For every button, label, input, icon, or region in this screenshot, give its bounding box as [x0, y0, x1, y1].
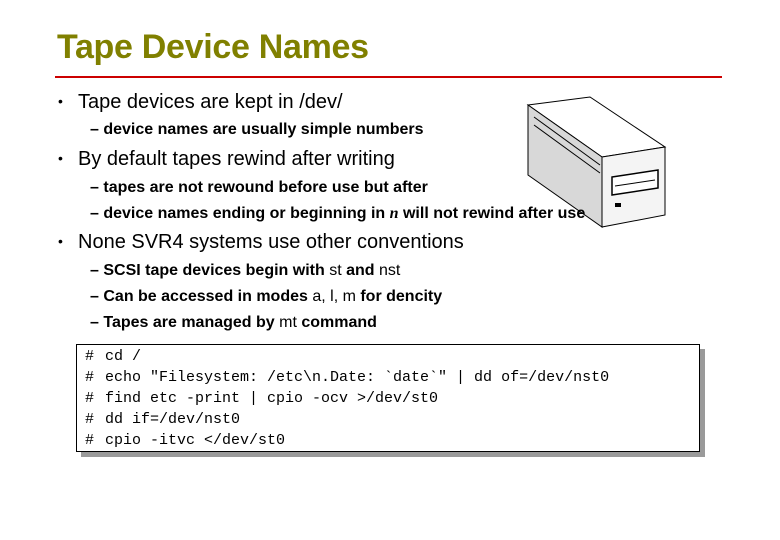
bullet-text: By default tapes rewind after writing [78, 148, 395, 170]
tape-drive-icon [526, 96, 667, 228]
shell-line: #echo "Filesystem: /etc\n.Date: `date`" … [85, 369, 610, 386]
sub-not-rewound-before: – tapes are not rewound before use but a… [90, 179, 428, 196]
sub-scsi-devices: – SCSI tape devices begin with st and ns… [90, 262, 401, 279]
bullet-dot: • [58, 233, 63, 249]
shell-example-box: #cd / #echo "Filesystem: /etc\n.Date: `d… [76, 344, 700, 452]
bullet-tape-devices: • Tape devices are kept in /dev/ [58, 91, 343, 114]
bullet-default-rewind: • By default tapes rewind after writing [58, 148, 395, 171]
dash: – [90, 179, 99, 196]
dash: – [90, 121, 99, 138]
bullet-text: Tape devices are kept in /dev/ [78, 91, 343, 113]
dash: – [90, 205, 99, 222]
sub-device-names-numbers: – device names are usually simple number… [90, 121, 424, 138]
bullet-text: None SVR4 systems use other conventions [78, 231, 464, 253]
title-underline [55, 76, 722, 78]
shell-line: #dd if=/dev/nst0 [85, 411, 241, 428]
shell-line: #cd / [85, 348, 142, 365]
shell-line: #cpio -itvc </dev/st0 [85, 432, 286, 449]
sub-n-no-rewind: – device names ending or beginning in n … [90, 205, 586, 222]
dash: – [90, 314, 99, 331]
dash: – [90, 288, 99, 305]
bullet-non-svr4: • None SVR4 systems use other conventions [58, 231, 464, 254]
slide-title: Tape Device Names [57, 28, 369, 66]
bullet-dot: • [58, 93, 63, 109]
shell-line: #find etc -print | cpio -ocv >/dev/st0 [85, 390, 439, 407]
dash: – [90, 262, 99, 279]
sub-access-modes: – Can be accessed in modes a, l, m for d… [90, 288, 443, 305]
sub-mt-command: – Tapes are managed by mt command [90, 314, 377, 331]
bullet-dot: • [58, 150, 63, 166]
